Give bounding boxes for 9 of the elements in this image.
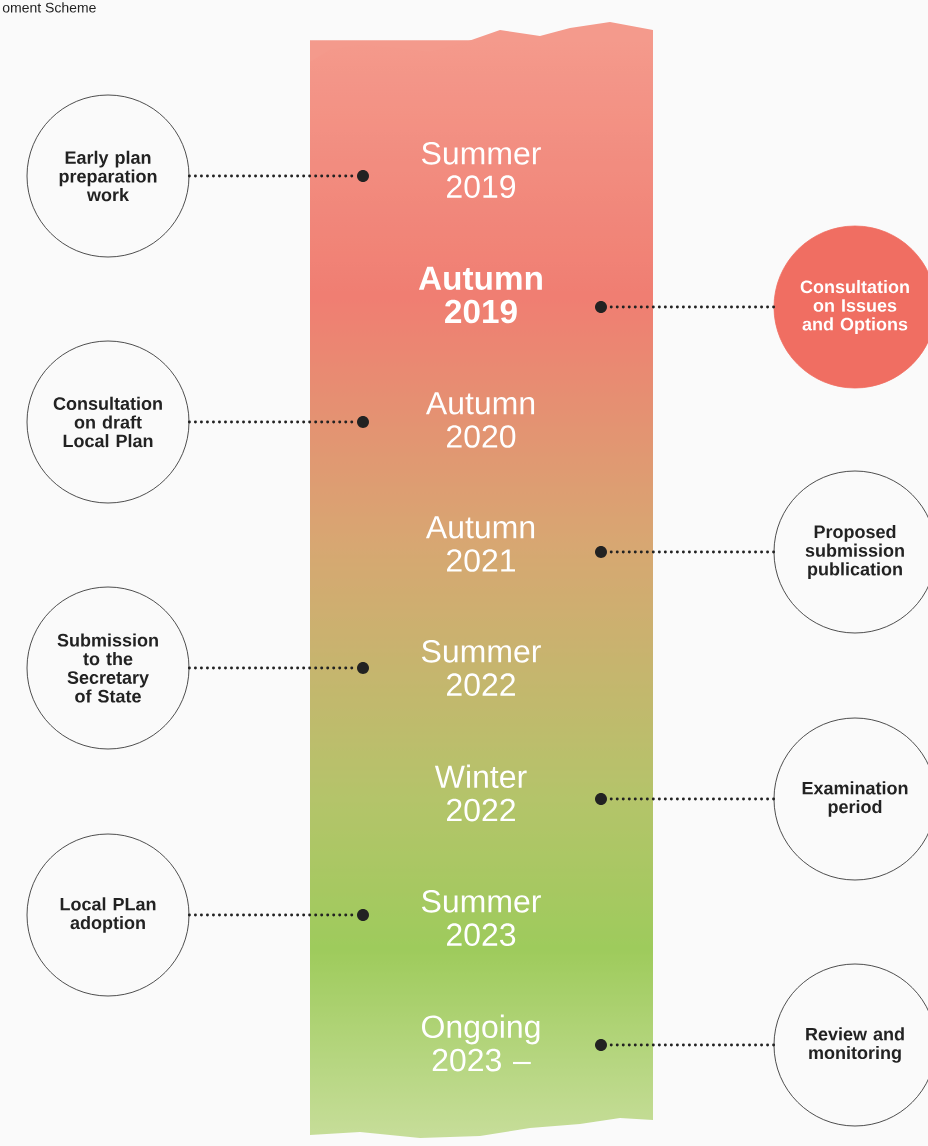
title: oment Scheme [2,2,96,13]
date-label: Winter 2022 [434,764,527,822]
date-label: Autumn 2019 [418,266,542,324]
date-label: Summer 2023 [422,890,541,946]
date-label: Autumn 2021 [425,516,535,572]
date-label: Summer 2022 [422,640,541,696]
date-label: Summer 2019 [422,142,541,198]
date-label: Ongoing 2023 – [422,1014,540,1072]
date-label: Autumn 2020 [425,392,535,448]
